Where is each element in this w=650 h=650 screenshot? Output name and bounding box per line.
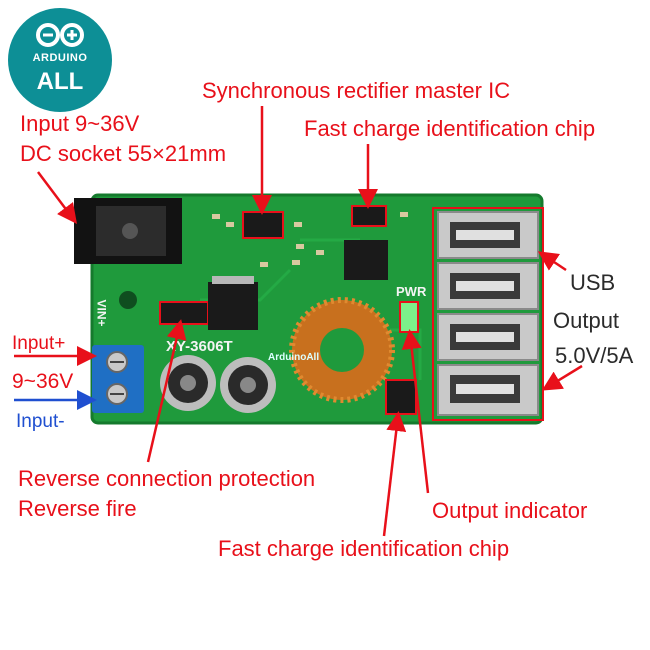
label-output: Output [553, 308, 620, 333]
label-output-rating: 5.0V/5A [555, 343, 634, 368]
sync-rectifier-ic [242, 211, 284, 239]
infinity-icon [36, 23, 84, 47]
arduinoall-logo: ARDUINO ALL [8, 8, 112, 112]
label-sync-rectifier: Synchronous rectifier master IC [202, 78, 511, 103]
label-input-minus: Input- [16, 411, 65, 432]
label-input-plus: Input+ [12, 333, 66, 354]
label-fast-charge-bottom: Fast charge identification chip [218, 536, 510, 561]
arrow-dc-socket [37, 171, 77, 224]
board-model: XY-3606T [166, 338, 233, 355]
label-fast-charge-top: Fast charge identification chip [304, 116, 596, 141]
arrow-fast-charge-bottom [382, 411, 407, 537]
logo-brand: ARDUINO [32, 52, 88, 64]
watermark: ArduinoAll [268, 352, 320, 363]
mosfet [208, 282, 258, 330]
usb-port-3 [437, 313, 539, 361]
mosfet-2 [344, 240, 388, 280]
label-reverse-protection: Reverse connection protection [18, 466, 316, 491]
usb-port-1 [437, 211, 539, 259]
capacitor-1 [160, 355, 216, 411]
pwr-silkscreen: PWR [396, 284, 427, 299]
capacitor-2 [220, 357, 276, 413]
label-input-range: Input 9~36V [20, 111, 140, 136]
logo-badge: ALL [36, 68, 84, 95]
arrow-reverse [146, 319, 187, 463]
label-output-indicator: Output indicator [432, 498, 588, 523]
toroid-inductor [289, 297, 395, 403]
dc-socket [74, 198, 182, 264]
label-usb: USB [570, 270, 616, 295]
usb-port-2 [437, 262, 539, 310]
label-reverse-fire: Reverse fire [18, 496, 137, 521]
arrow-output-indicator [401, 329, 430, 494]
usb-port-4 [437, 364, 539, 416]
label-dc-socket: DC socket 55×21mm [20, 141, 227, 166]
arrow-usb [537, 251, 567, 272]
mounting-hole [119, 291, 137, 309]
label-input-voltage: 9~36V [12, 370, 74, 393]
arrow-output-rating [541, 364, 583, 391]
terminal-block [92, 345, 144, 413]
